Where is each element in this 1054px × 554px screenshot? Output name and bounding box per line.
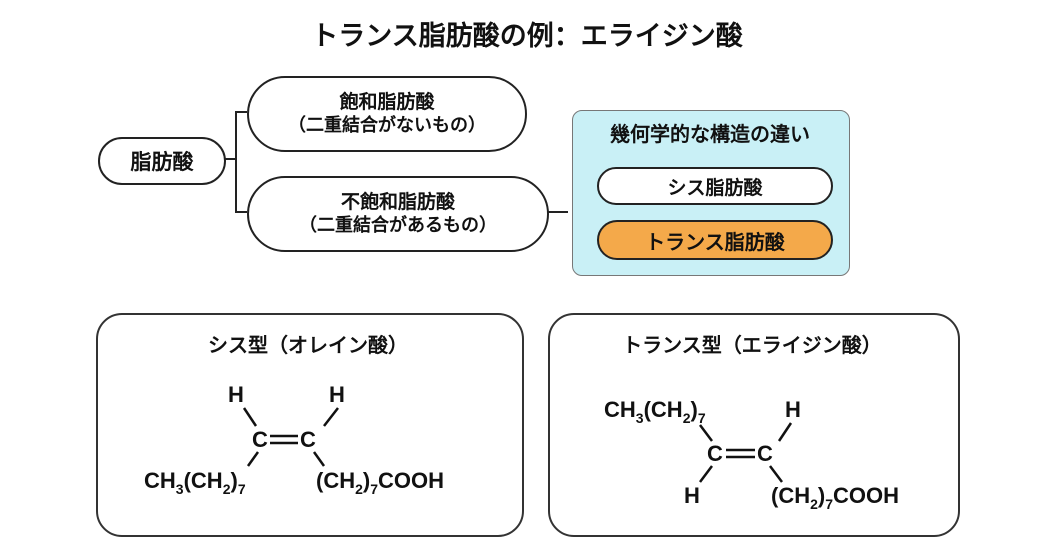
geometric-difference-title: 幾何学的な構造の違い bbox=[610, 122, 810, 146]
saturated-label: 飽和脂肪酸 bbox=[339, 91, 435, 113]
trans-structure-box bbox=[548, 313, 960, 537]
trans-fatty-acid-label: トランス脂肪酸 bbox=[645, 229, 785, 254]
cis-fatty-acid-label: シス脂肪酸 bbox=[667, 176, 763, 199]
cis-c-left: C bbox=[252, 427, 268, 452]
cis-structure-title: シス型（オレイン酸） bbox=[208, 333, 408, 357]
trans-h-top: H bbox=[785, 397, 801, 422]
unsaturated-label: 不飽和脂肪酸 bbox=[340, 191, 455, 213]
trans-fatty-acid-node: トランス脂肪酸 bbox=[597, 220, 833, 260]
saturated-note: （二重結合がないもの） bbox=[288, 115, 486, 136]
unsaturated-fatty-acid-node: 不飽和脂肪酸 （二重結合があるもの） bbox=[247, 176, 549, 252]
trans-bonds bbox=[699, 422, 793, 483]
fatty-acid-node: 脂肪酸 bbox=[98, 137, 226, 185]
trans-structure-title: トランス型（エライジン酸） bbox=[622, 333, 882, 357]
cis-bonds bbox=[242, 407, 339, 467]
cis-h-left: H bbox=[228, 382, 244, 407]
cis-fatty-acid-node: シス脂肪酸 bbox=[597, 167, 833, 205]
cis-acid-group: (CH2)7COOH bbox=[316, 468, 444, 497]
fatty-acid-label: 脂肪酸 bbox=[130, 150, 194, 174]
cis-ch3-group: CH3(CH2)7 bbox=[144, 468, 246, 497]
trans-acid-group: (CH2)7COOH bbox=[771, 483, 899, 512]
trans-h-bottom: H bbox=[684, 483, 700, 508]
page-title: トランス脂肪酸の例：エライジン酸 bbox=[311, 21, 743, 52]
trans-ch3-group: CH3(CH2)7 bbox=[604, 397, 706, 426]
unsaturated-note: （二重結合があるもの） bbox=[299, 215, 497, 236]
cis-c-right: C bbox=[300, 427, 316, 452]
trans-c-left: C bbox=[707, 441, 723, 466]
trans-c-right: C bbox=[757, 441, 773, 466]
cis-h-right: H bbox=[329, 382, 345, 407]
saturated-fatty-acid-node: 飽和脂肪酸 （二重結合がないもの） bbox=[247, 76, 527, 152]
cis-structure-box bbox=[96, 313, 524, 537]
